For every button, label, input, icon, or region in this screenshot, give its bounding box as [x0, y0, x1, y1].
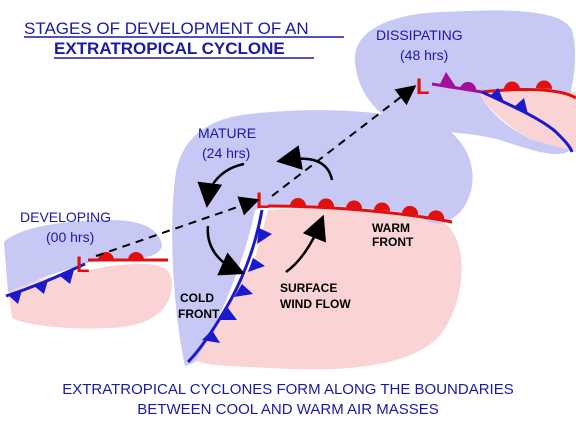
developing-label: DEVELOPING: [20, 209, 111, 225]
wind-flow-arrows: [197, 145, 334, 276]
warm-front-semicircle: [128, 252, 144, 260]
air-masses: [4, 10, 576, 370]
developing-cool-air-mass: [4, 220, 162, 292]
storm-track: [95, 85, 417, 257]
cold-front-triangle: [234, 284, 253, 297]
cold-front-triangle: [34, 280, 48, 294]
title-line-1: STAGES OF DEVELOPMENT OF AN: [24, 19, 309, 38]
wind-arrow-left: [197, 162, 245, 208]
warm-front-semicircle: [346, 200, 363, 209]
fronts: [5, 72, 576, 364]
warm-front-semicircle: [536, 80, 553, 89]
stage-labels: DEVELOPING (00 hrs) MATURE (24 hrs) DISS…: [20, 27, 463, 245]
cold-front-triangle: [218, 308, 237, 320]
warm-front-semicircle: [503, 81, 520, 90]
caption-line-1: EXTRATROPICAL CYCLONES FORM ALONG THE BO…: [62, 381, 513, 398]
warm-front-semicircle: [290, 198, 306, 206]
warm-front-semicircle: [374, 202, 391, 211]
caption: EXTRATROPICAL CYCLONES FORM ALONG THE BO…: [62, 381, 513, 418]
cold-front-triangle: [257, 228, 272, 244]
wind-arrow-bottom-right: [285, 214, 327, 274]
dissipating-label: DISSIPATING: [376, 27, 463, 43]
title: STAGES OF DEVELOPMENT OF AN EXTRATROPICA…: [24, 19, 344, 59]
warm-front-label-line-1: WARM: [372, 221, 410, 235]
mature-warm-front-line: [267, 204, 453, 224]
cold-front-triangle: [8, 290, 22, 304]
occluded-front-triangle: [440, 72, 456, 87]
dissipating-warm-front-line: [481, 88, 576, 100]
wind-flow-label-line-1: SURFACE: [280, 281, 337, 295]
wind-flow-label-line-2: WIND FLOW: [280, 297, 351, 311]
cold-front-triangle: [60, 270, 74, 284]
mature-cold-front-line: [186, 209, 264, 364]
warm-front-semicircle: [402, 205, 419, 215]
warm-front-semicircle: [318, 198, 335, 207]
warm-front-semicircle: [428, 210, 445, 220]
cold-front-label-line-2: FRONT: [178, 307, 220, 321]
wind-arrow-bottom-left: [206, 225, 246, 276]
cold-front-label-line-1: COLD: [180, 291, 214, 305]
mature-time: (24 hrs): [202, 145, 250, 161]
developing-time: (00 hrs): [46, 229, 94, 245]
dissipating-warm-air-mass: [480, 89, 576, 152]
cold-front-triangle: [490, 88, 504, 102]
caption-line-2: BETWEEN COOL AND WARM AIR MASSES: [137, 401, 438, 418]
mature-low-symbol: L: [256, 188, 269, 213]
dissipating-cold-front-line: [481, 90, 574, 153]
cold-front-triangle: [514, 98, 528, 114]
mature-cool-air-mass: [172, 110, 473, 366]
dissipating-cool-air-mass: [354, 10, 576, 155]
mature-label: MATURE: [198, 125, 256, 141]
track-arrow-mature-to-dissipating: [271, 85, 417, 197]
dissipating-low-symbol: L: [416, 74, 429, 99]
cold-front-triangle: [248, 258, 265, 272]
title-line-2: EXTRATROPICAL CYCLONE: [54, 39, 285, 58]
warm-front-label-line-2: FRONT: [372, 235, 414, 249]
mature-warm-air-mass: [195, 207, 462, 370]
wind-arrow-top: [276, 145, 334, 181]
front-labels: WARM FRONT COLD FRONT SURFACE WIND FLOW: [178, 221, 414, 321]
occluded-front-semicircle: [460, 81, 477, 91]
cold-front-triangle: [202, 330, 220, 343]
dissipating-time: (48 hrs): [400, 47, 448, 63]
developing-low-symbol: L: [76, 252, 89, 277]
